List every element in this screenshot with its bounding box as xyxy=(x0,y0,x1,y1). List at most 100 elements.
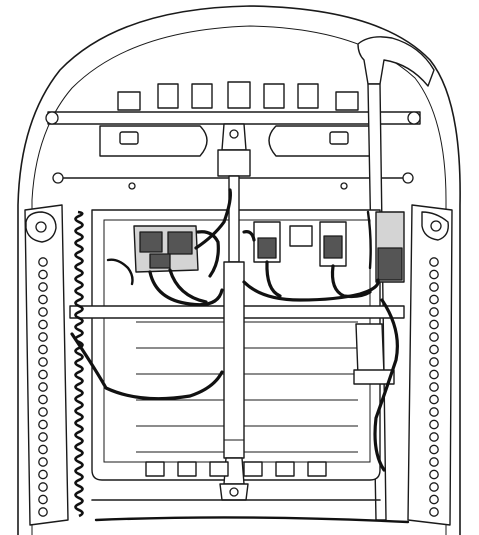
rail-hole xyxy=(429,444,439,455)
bottom-slot xyxy=(275,461,295,477)
tilt-lever-handle[interactable] xyxy=(357,36,435,87)
harness-wire xyxy=(265,260,282,298)
top-clip xyxy=(297,83,319,109)
rail-hole xyxy=(429,369,439,380)
harness-wire xyxy=(242,278,380,302)
rail-hole xyxy=(429,507,439,517)
main-connector-plug xyxy=(139,231,163,253)
rail-hole xyxy=(38,307,48,317)
rail-hole xyxy=(38,419,48,430)
harness-wire-lower-right xyxy=(373,298,399,472)
rail-hole xyxy=(38,319,48,330)
rail-hole xyxy=(429,332,439,342)
top-clip xyxy=(227,81,251,109)
harness-wire xyxy=(148,270,224,307)
rail-hole xyxy=(38,407,48,417)
rail-hole xyxy=(429,382,439,392)
connector-a-plug xyxy=(257,237,277,259)
harness-wire-left-loop xyxy=(70,332,224,401)
upper-right-panel xyxy=(268,125,377,157)
small-connector-plug xyxy=(149,253,171,269)
rail-hole xyxy=(429,344,439,355)
right-lower-clip-tab xyxy=(353,369,395,385)
connector-b-plug xyxy=(323,235,343,259)
left-tie-rod-pin xyxy=(52,172,64,184)
left-rivet xyxy=(128,182,136,190)
rail-hole xyxy=(38,444,48,455)
rail-hole xyxy=(429,269,439,280)
rail-hole xyxy=(38,507,48,517)
rail-hole xyxy=(38,369,48,380)
lumbar-ribs xyxy=(136,321,358,453)
top-crossbar xyxy=(47,111,421,125)
right-rivet xyxy=(340,182,348,190)
upper-right-slot xyxy=(329,131,349,145)
gas-strut-bottom-bolt xyxy=(229,487,239,497)
rail-hole xyxy=(38,357,48,367)
harness-wire xyxy=(194,188,232,250)
rail-hole xyxy=(429,319,439,330)
rail-hole xyxy=(38,344,48,355)
rail-hole xyxy=(38,282,48,292)
rail-hole xyxy=(38,482,48,492)
bottom-slot xyxy=(177,461,197,477)
top-clip xyxy=(117,91,141,111)
rail-hole xyxy=(429,469,439,480)
harness-wire xyxy=(196,230,220,278)
bottom-slot xyxy=(145,461,165,477)
harness-wire xyxy=(330,264,372,299)
rail-hole xyxy=(38,494,48,505)
upper-left-panel xyxy=(99,125,208,157)
rail-hole xyxy=(429,457,439,467)
right-rail-adjustment-holes xyxy=(429,257,439,517)
harness-wire xyxy=(242,230,256,242)
rail-hole xyxy=(429,394,439,405)
bottom-slot-row xyxy=(145,461,327,477)
rail-hole xyxy=(429,357,439,367)
rail-hole xyxy=(429,307,439,317)
right-upper-bracket-bolt xyxy=(430,220,442,232)
rail-hole xyxy=(429,432,439,442)
top-clip xyxy=(335,91,359,111)
top-clip xyxy=(263,83,285,109)
upper-left-slot xyxy=(119,131,139,145)
control-module-dark-face xyxy=(377,247,403,281)
harness-wire xyxy=(168,268,208,304)
rail-hole xyxy=(429,282,439,292)
rail-hole xyxy=(38,469,48,480)
center-pivot-bolt xyxy=(229,129,239,139)
coiled-cable-wire xyxy=(74,210,84,518)
harness-wire-upper-left xyxy=(106,258,134,286)
rail-hole xyxy=(429,419,439,430)
rail-hole xyxy=(429,257,439,267)
rail-hole xyxy=(38,457,48,467)
top-clip xyxy=(191,83,213,109)
seat-back-outline xyxy=(17,5,461,535)
rail-hole xyxy=(38,394,48,405)
rail-hole xyxy=(38,257,48,267)
right-side-rail xyxy=(407,204,453,526)
rail-hole xyxy=(429,407,439,417)
rail-hole xyxy=(429,482,439,492)
rail-hole xyxy=(429,494,439,505)
rail-hole xyxy=(38,382,48,392)
crossbar-right-end xyxy=(407,111,421,125)
gas-strut-top-mount xyxy=(217,149,251,177)
coiled-cable xyxy=(74,210,84,518)
crossbar-left-end xyxy=(45,111,59,125)
gas-strut-cylinder xyxy=(223,261,245,459)
harness-wire-to-lever xyxy=(366,210,372,270)
top-clip xyxy=(157,83,179,109)
bottom-slot xyxy=(243,461,263,477)
left-rail-adjustment-holes xyxy=(38,257,48,517)
secondary-connector-plug xyxy=(167,231,193,255)
rail-hole xyxy=(38,332,48,342)
rail-hole xyxy=(38,432,48,442)
right-lower-clip xyxy=(355,323,385,377)
connector-plate xyxy=(289,225,313,247)
rail-hole xyxy=(429,294,439,305)
left-upper-bracket-bolt xyxy=(35,221,47,233)
rail-hole xyxy=(38,294,48,305)
